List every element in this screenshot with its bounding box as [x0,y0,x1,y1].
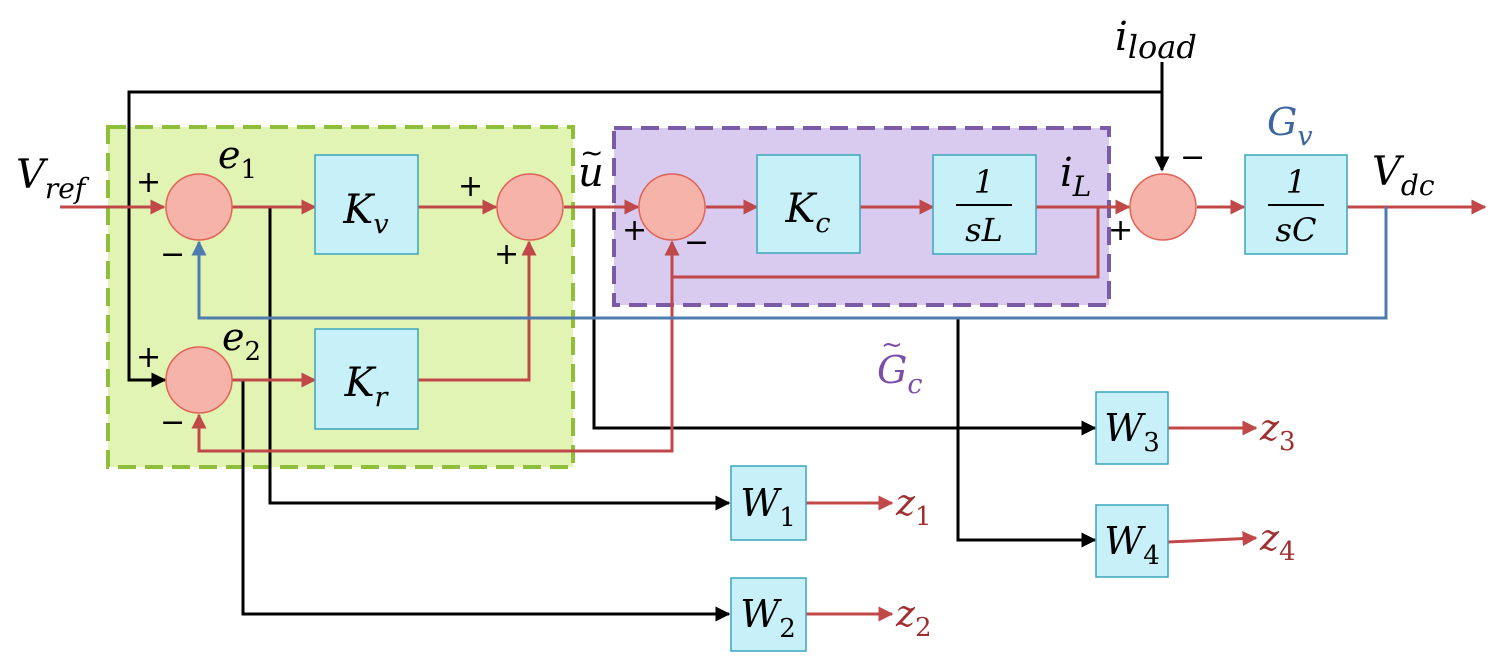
voltage-feedback-wire [191,207,1388,320]
svg-text:W4: W4 [1104,519,1160,571]
svg-text:sL: sL [965,211,1003,249]
accent-gc: ~ [881,330,903,360]
svg-text:1: 1 [1286,163,1306,201]
sum-junction-current [638,173,706,241]
label-vdc: Vdc [1372,149,1435,202]
block-w2: W2 [730,577,807,652]
label-z2: z2 [895,594,932,643]
sign-minus-load: − [1180,140,1205,175]
block-w1: W1 [730,465,807,541]
sign-minus-e1-fb: − [160,237,185,272]
block-w3: W3 [1095,391,1169,465]
sum-junction-e2 [165,346,233,414]
sign-plus-e2-ref: + [136,340,161,375]
sign-plus-e1-ref: + [136,165,161,200]
sum-junction-e1 [165,173,233,241]
block-w4: W4 [1095,504,1169,578]
sign-plus-current-ref: + [622,213,647,248]
block-inverse-sc: 1 sC [1244,154,1348,255]
svg-text:1: 1 [974,163,994,201]
svg-text:Kc: Kc [784,186,830,239]
label-u-tilde: u [578,150,604,196]
svg-text:sC: sC [1276,211,1317,249]
svg-text:W3: W3 [1104,406,1160,458]
svg-text:Kv: Kv [342,187,388,240]
label-e2: e2 [222,315,261,367]
sum-junction-load [1129,173,1197,241]
sign-plus-load-il: + [1108,213,1133,248]
label-il: iL [1060,150,1091,203]
block-kv: Kv [314,154,419,255]
red-wires [60,199,1487,622]
label-gc: Gc [877,348,922,400]
block-kr: Kr [314,328,419,430]
label-z1: z1 [895,483,932,532]
label-gv: Gv [1267,100,1313,152]
sign-minus-e2-fb: − [160,405,185,440]
svg-text:W1: W1 [740,481,796,533]
label-iload: iload [1115,14,1197,66]
block-inverse-sl: 1 sL [932,154,1037,255]
sign-plus-u-bottom: + [494,237,519,272]
sign-plus-u-top: + [458,169,483,204]
label-vref: Vref [16,152,90,205]
block-kc: Kc [756,154,861,254]
label-e1: e1 [218,133,257,185]
label-z4: z4 [1259,518,1296,567]
label-z3: z3 [1259,408,1296,457]
sign-minus-current-fb: − [684,225,709,260]
svg-text:W2: W2 [740,592,796,644]
accent-u-tilde: ~ [580,136,603,169]
sum-junction-u [496,173,564,241]
black-wires [127,62,1170,622]
svg-text:Kr: Kr [344,360,390,413]
